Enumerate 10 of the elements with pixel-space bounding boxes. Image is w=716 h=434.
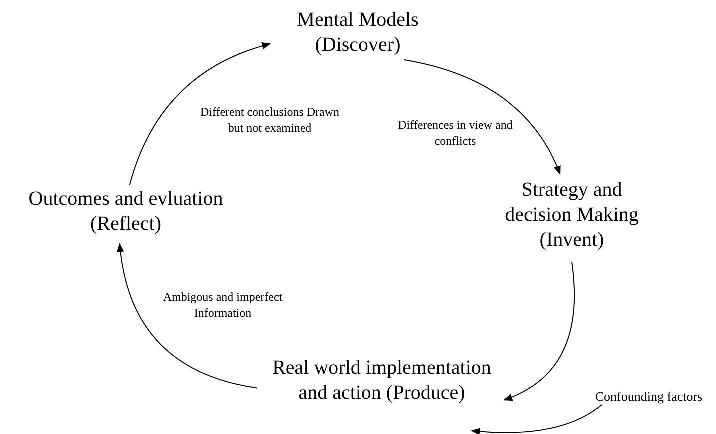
curved-arrow	[404, 60, 561, 176]
stage-label: Mental Models (Discover)	[272, 8, 444, 58]
stage-label: Outcomes and evluation (Reflect)	[4, 187, 248, 237]
curved-arrow	[504, 262, 576, 401]
curved-arrow	[129, 42, 272, 186]
stage-label: Strategy and decision Making (Invent)	[488, 178, 656, 253]
stage-label: Confounding factors	[583, 389, 715, 405]
curved-arrow	[117, 243, 258, 389]
stage-label: Real world implementation and action (Produce)	[262, 356, 502, 406]
curved-arrow	[471, 404, 602, 434]
